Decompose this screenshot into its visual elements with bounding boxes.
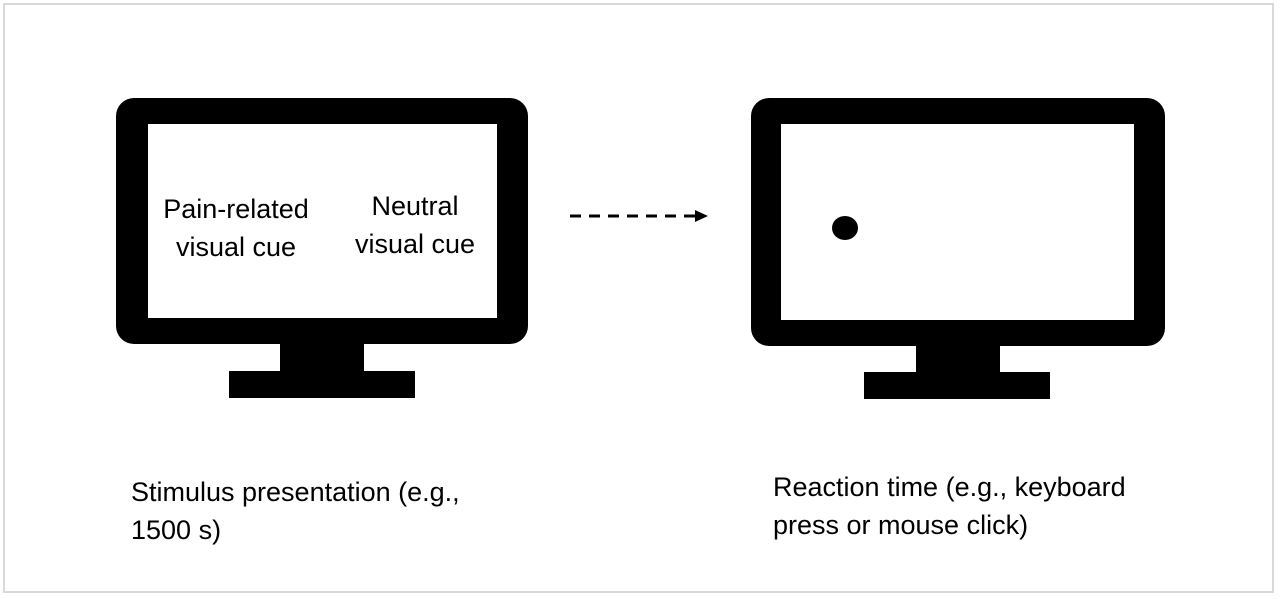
neutral-cue-line-1: Neutral: [371, 191, 459, 221]
left-monitor-neck: [280, 344, 364, 372]
left-monitor-base: [229, 371, 415, 398]
dashed-arrow-head: [695, 210, 708, 222]
pain-related-cue-label: Pain-related visual cue: [150, 190, 322, 266]
stimulus-caption-line-2: 1500 s): [131, 515, 222, 545]
left-monitor-screen: [148, 124, 497, 318]
reaction-time-caption: Reaction time (e.g., keyboard press or m…: [773, 468, 1126, 544]
stimulus-caption-line-1: Stimulus presentation (e.g.,: [131, 477, 460, 507]
reaction-caption-line-1: Reaction time (e.g., keyboard: [773, 472, 1126, 502]
target-dot: [832, 216, 858, 240]
dashed-arrow: [570, 210, 708, 222]
neutral-cue-line-2: visual cue: [354, 229, 476, 259]
neutral-cue-label: Neutral visual cue: [340, 187, 490, 263]
stimulus-presentation-caption: Stimulus presentation (e.g., 1500 s): [131, 473, 460, 549]
right-monitor-base: [864, 372, 1050, 399]
left-monitor: [116, 98, 528, 398]
reaction-caption-line-2: press or mouse click): [773, 510, 1029, 540]
pain-cue-line-2: visual cue: [175, 232, 297, 262]
pain-cue-line-1: Pain-related: [163, 194, 309, 224]
right-monitor-neck: [916, 345, 1000, 374]
right-monitor: [751, 98, 1165, 399]
